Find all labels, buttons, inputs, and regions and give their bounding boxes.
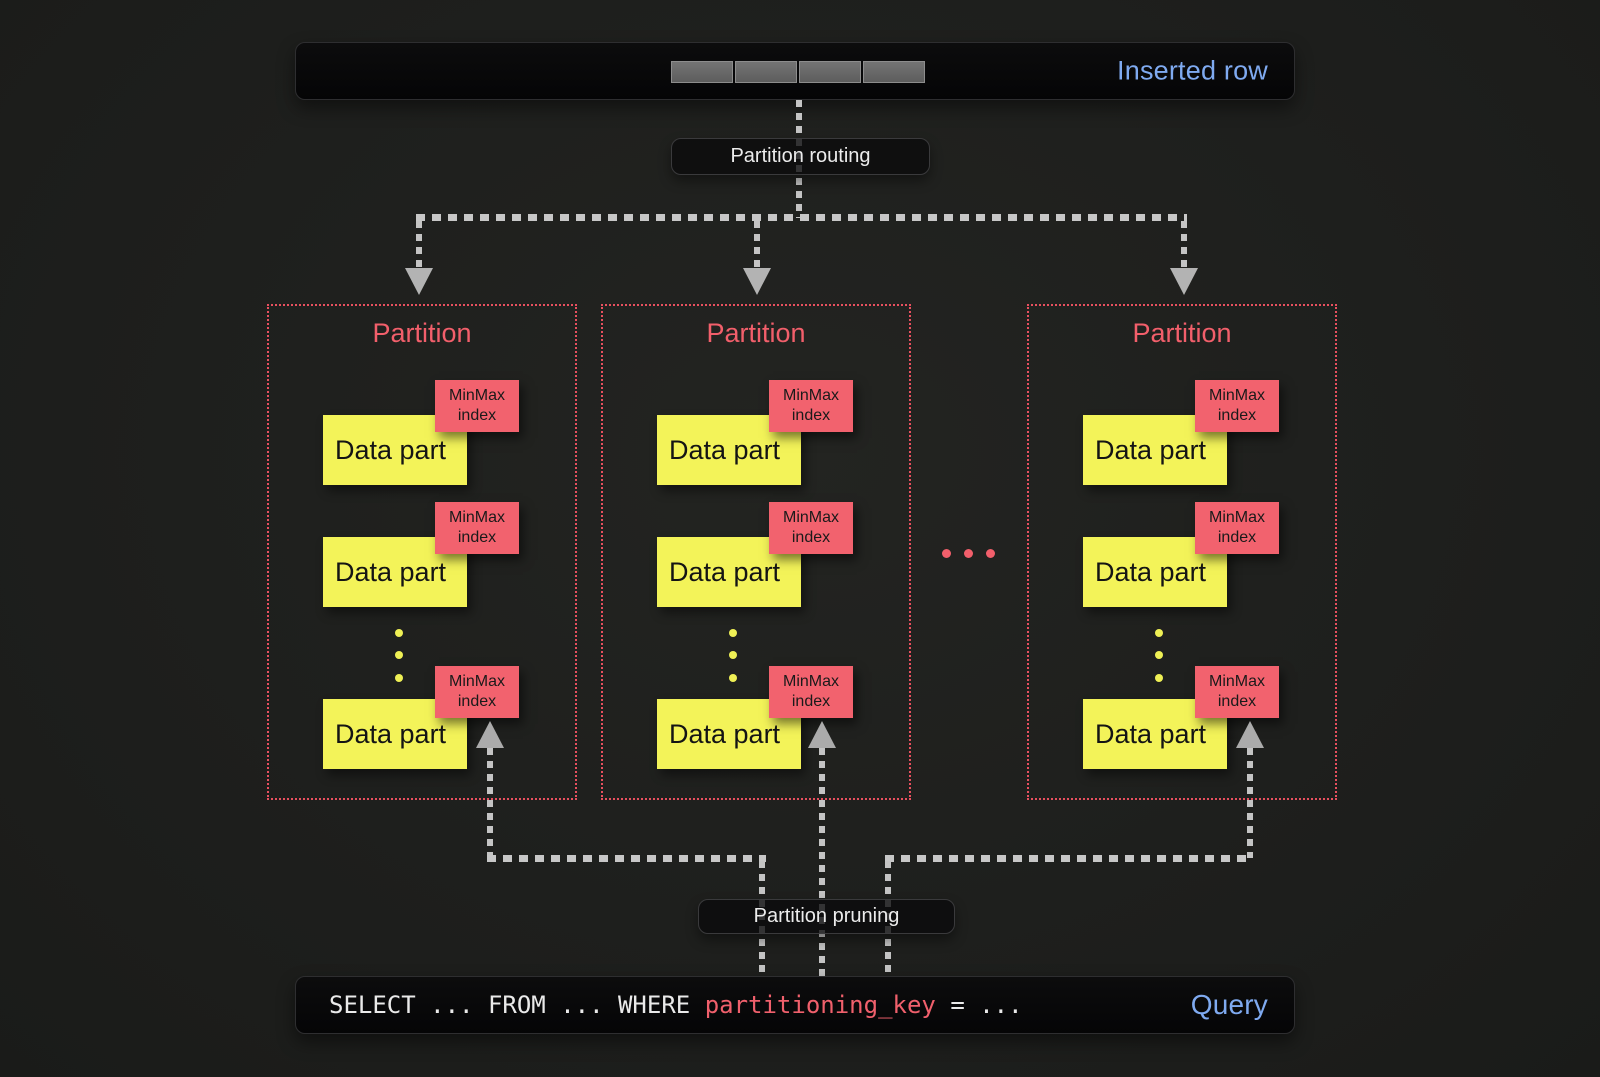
arrow-up-icon <box>808 721 836 748</box>
partition-title: Partition <box>1132 318 1232 348</box>
vertical-ellipsis-dot <box>729 674 737 682</box>
arrow-down-icon <box>1170 268 1198 295</box>
query-label: Query <box>1190 989 1268 1020</box>
arrow-down-icon <box>405 268 433 295</box>
minmax-index-tag: MinMax index <box>435 502 519 554</box>
drop-line-partition-3 <box>1181 221 1187 268</box>
minmax-index-tag: MinMax index <box>1195 502 1279 554</box>
partition-pruning-label: Partition pruning <box>753 905 900 927</box>
partition-pruning-pill: Partition pruning <box>698 899 955 934</box>
minmax-index-tag: MinMax index <box>769 666 853 718</box>
sql-partitioning-key: partitioning_key <box>704 991 936 1019</box>
row-segment <box>735 61 797 83</box>
vertical-ellipsis-dot <box>395 674 403 682</box>
inserted-row-label: Inserted row <box>1117 55 1268 86</box>
partition-title: Partition <box>372 318 472 348</box>
sql-statement: SELECT ... FROM ... WHERE partitioning_k… <box>329 991 1023 1019</box>
row-segment <box>671 61 733 83</box>
vertical-ellipsis-dot <box>1155 674 1163 682</box>
row-segment <box>799 61 861 83</box>
arrow-down-icon <box>743 268 771 295</box>
partition-routing-pill: Partition routing <box>671 138 930 175</box>
data-part: Data part <box>323 699 467 769</box>
minmax-index-tag: MinMax index <box>1195 666 1279 718</box>
partition-box-2: Partition MinMax index Data part MinMax … <box>601 304 911 800</box>
pruning-line-partition-1 <box>487 748 493 858</box>
sql-suffix: = ... <box>935 991 1023 1019</box>
distribution-line <box>416 214 1187 221</box>
query-bar: SELECT ... FROM ... WHERE partitioning_k… <box>295 976 1295 1034</box>
vertical-ellipsis-dot <box>395 629 403 637</box>
partition-box-1: Partition MinMax index Data part MinMax … <box>267 304 577 800</box>
pruning-line-left <box>487 855 766 862</box>
vertical-ellipsis-dot <box>1155 629 1163 637</box>
vertical-ellipsis-dot <box>395 651 403 659</box>
minmax-index-tag: MinMax index <box>435 380 519 432</box>
pruning-line-partition-2 <box>819 748 825 976</box>
minmax-index-tag: MinMax index <box>435 666 519 718</box>
arrow-up-icon <box>1236 721 1264 748</box>
minmax-index-tag: MinMax index <box>1195 380 1279 432</box>
drop-line-partition-2 <box>754 221 760 268</box>
drop-line-partition-1 <box>416 221 422 268</box>
vertical-ellipsis-dot <box>729 629 737 637</box>
vertical-ellipsis-dot <box>729 651 737 659</box>
partition-routing-label: Partition routing <box>730 145 871 167</box>
arrow-up-icon <box>476 721 504 748</box>
row-segments-icon <box>671 61 925 83</box>
minmax-index-tag: MinMax index <box>769 502 853 554</box>
pruning-line-right <box>885 855 1253 862</box>
minmax-index-tag: MinMax index <box>769 380 853 432</box>
partition-title: Partition <box>706 318 806 348</box>
partition-box-3: Partition MinMax index Data part MinMax … <box>1027 304 1337 800</box>
vertical-ellipsis-dot <box>1155 651 1163 659</box>
pruning-line-partition-3 <box>1247 748 1253 858</box>
sql-prefix: SELECT ... FROM ... WHERE <box>329 991 705 1019</box>
inserted-row-bar: Inserted row <box>295 42 1295 100</box>
row-segment <box>863 61 925 83</box>
